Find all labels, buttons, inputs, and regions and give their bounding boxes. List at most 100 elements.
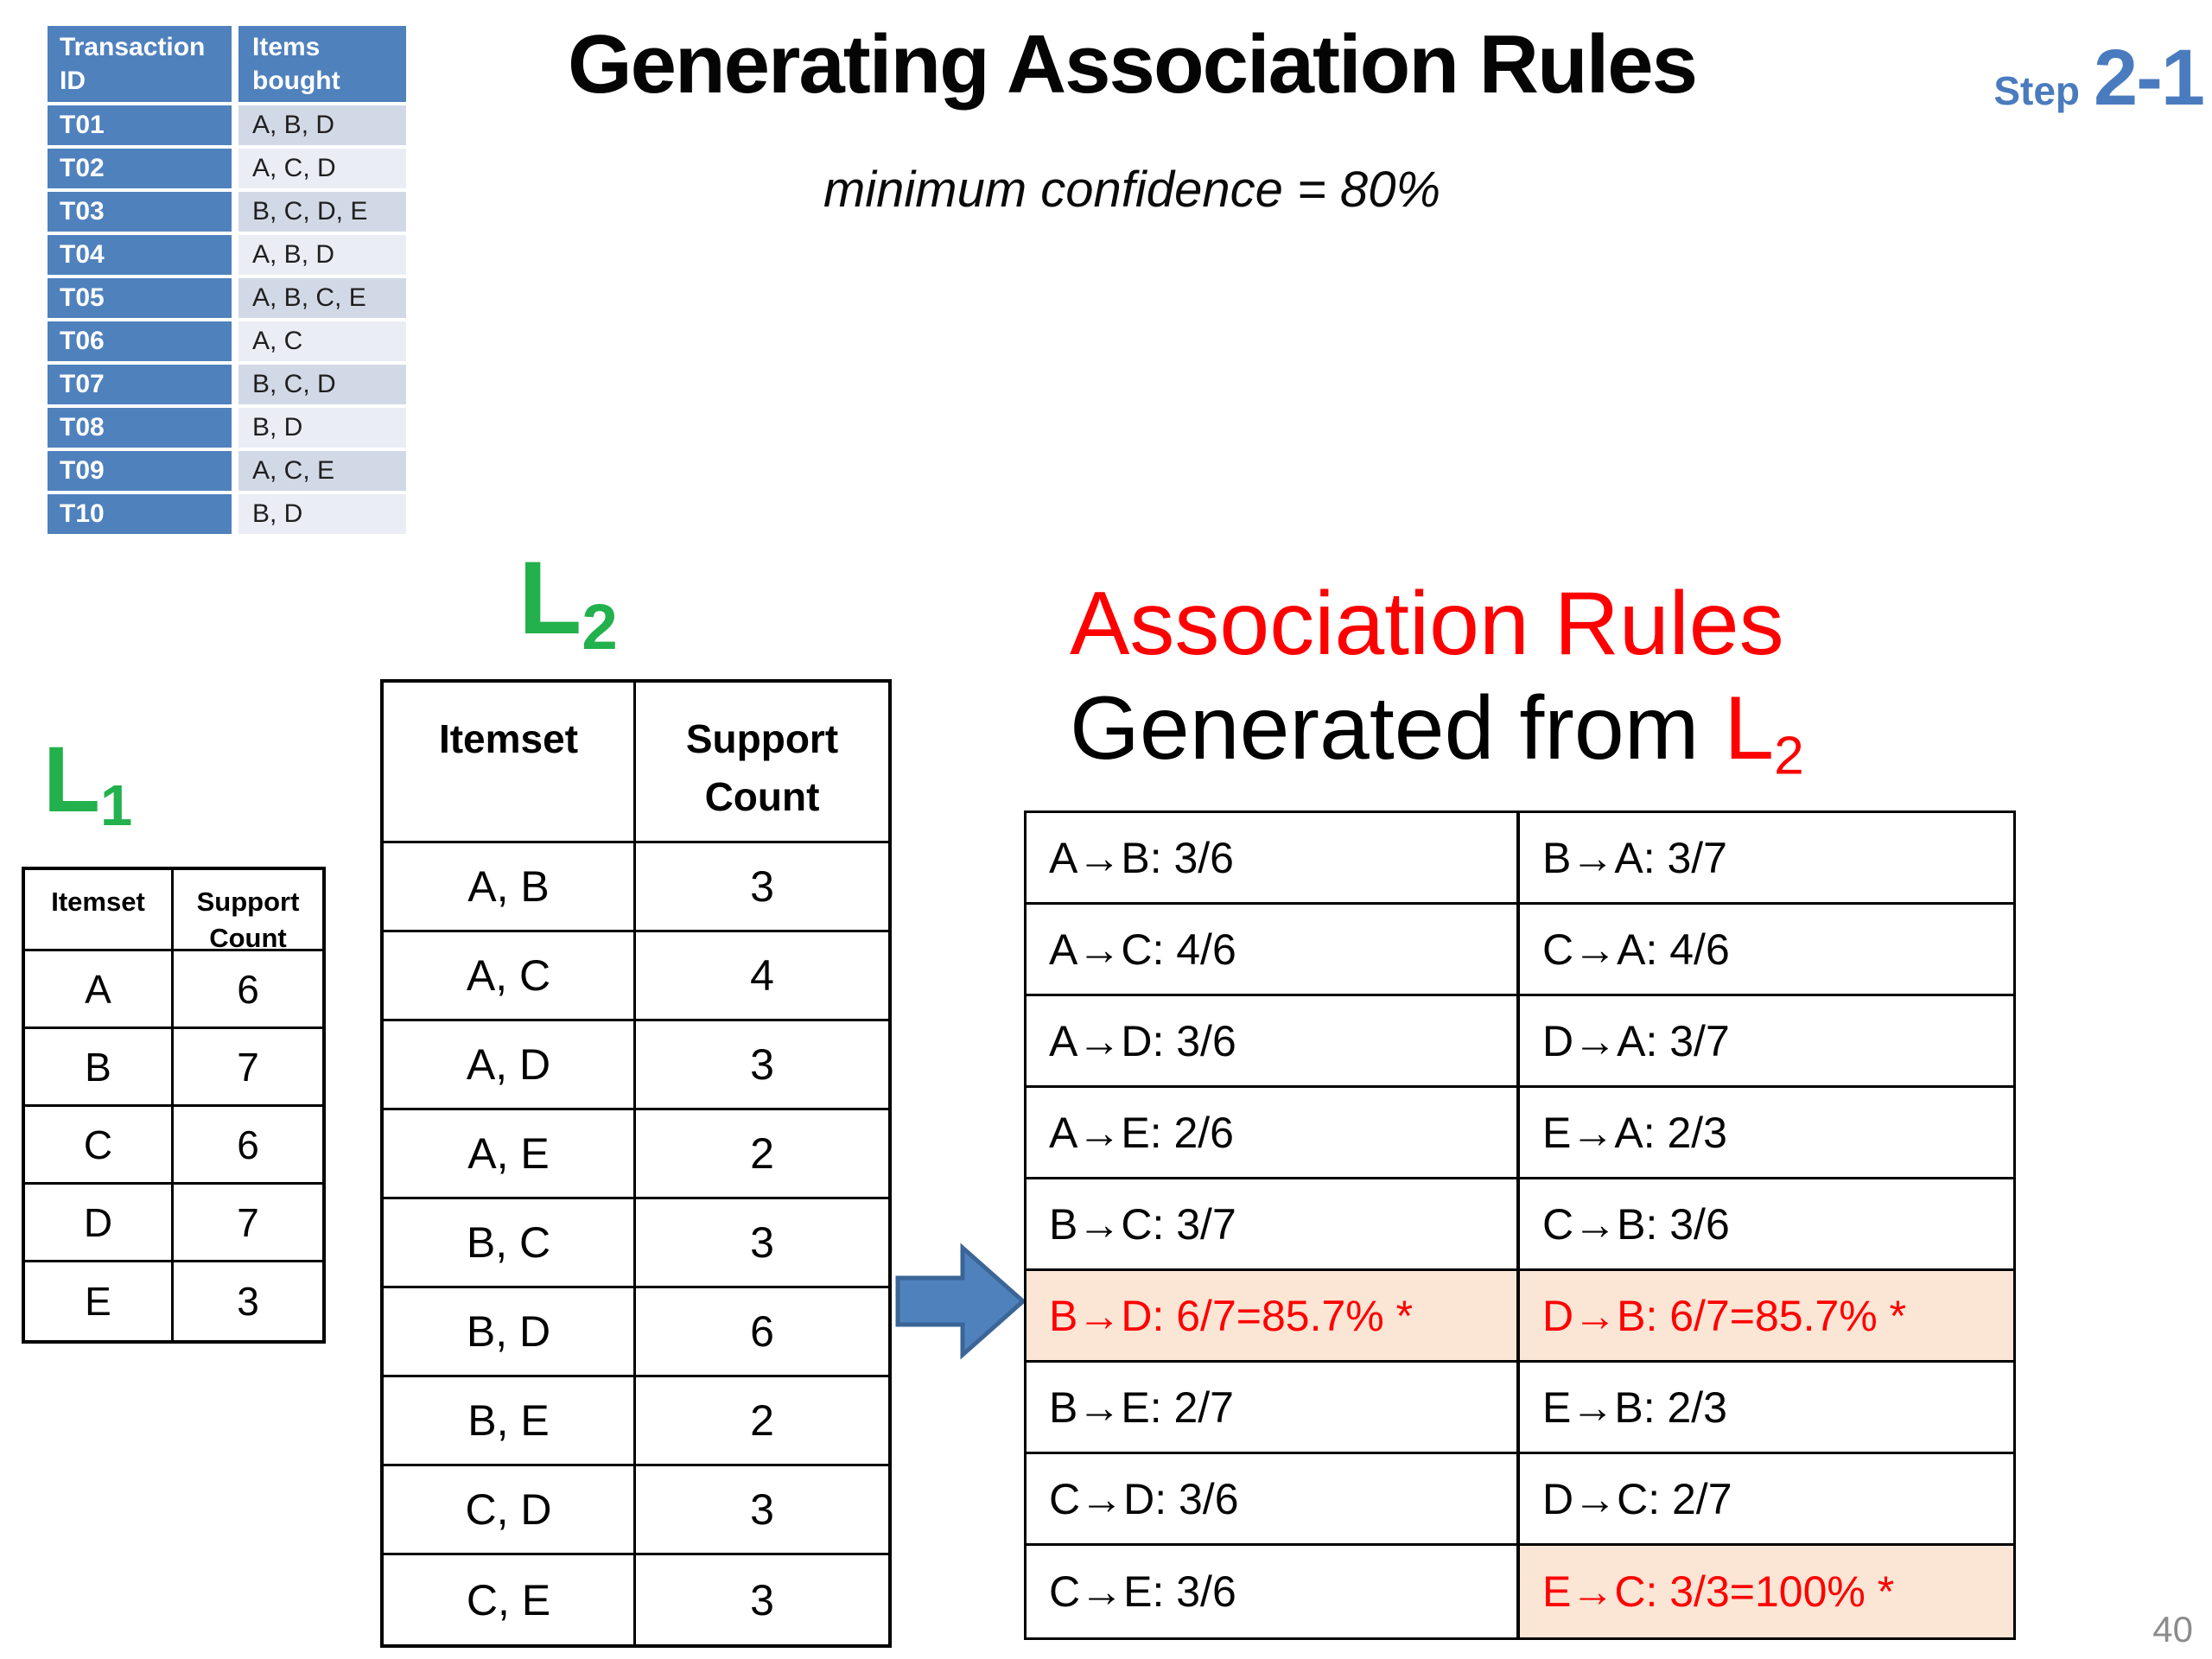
rules-table: A→B: 3/6 B→A: 3/7 A→C: 4/6 C→A: 4/6 A→D:… <box>1024 810 2016 1640</box>
rule-cell: B→E: 2/7 <box>1027 1363 1520 1454</box>
page-title: Generating Association Rules <box>567 18 1698 111</box>
l2-label-letter: L <box>518 540 582 656</box>
rule-cell: C→E: 3/6 <box>1027 1546 1520 1637</box>
l1-itemset-cell: B <box>25 1029 174 1107</box>
l2-count-cell: 3 <box>636 1466 888 1555</box>
transaction-row: T05 A, B, C, E <box>48 278 406 318</box>
transactions-header-id: Transaction ID <box>48 26 232 102</box>
rule-cell: D→C: 2/7 <box>1520 1454 2013 1546</box>
l2-table: Itemset Support Count A, B 3 A, C 4 A, D… <box>380 679 892 1648</box>
l1-itemset-cell: E <box>25 1262 174 1340</box>
transaction-id-cell: T06 <box>48 321 232 361</box>
transaction-items-cell: B, D <box>238 494 406 534</box>
rules-heading-line2: Generated from <box>1070 677 1725 779</box>
rule-cell-highlighted: B→D: 6/7=85.7% * <box>1027 1271 1520 1363</box>
step-label: Step <box>1993 68 2081 113</box>
transaction-id-cell: T01 <box>48 105 232 145</box>
l1-count-cell: 3 <box>237 1279 259 1324</box>
transaction-items-cell: B, D <box>238 408 406 448</box>
rule-cell: D→A: 3/7 <box>1520 996 2013 1088</box>
rule-cell: C→B: 3/6 <box>1520 1179 2013 1271</box>
transaction-id-cell: T08 <box>48 408 232 448</box>
l2-count-cell: 6 <box>636 1288 888 1377</box>
transaction-items-cell: A, B, C, E <box>238 278 406 318</box>
transactions-header-items: Items bought <box>238 26 406 102</box>
l2-itemset-cell: A, B <box>384 843 636 932</box>
l2-itemset-cell: B, C <box>384 1199 636 1288</box>
rule-cell: A→E: 2/6 <box>1027 1088 1520 1179</box>
l2-count-cell: 3 <box>636 843 888 932</box>
step-number: 2-1 <box>2094 34 2205 122</box>
rule-cell: A→D: 3/6 <box>1027 996 1520 1088</box>
l1-label-letter: L <box>43 727 100 831</box>
transaction-id-cell: T09 <box>48 451 232 491</box>
transaction-row: T10 B, D <box>48 494 406 534</box>
transaction-row: T07 B, C, D <box>48 365 406 404</box>
l2-header-count: Support Count <box>636 683 888 843</box>
l2-count-cell: 3 <box>636 1199 888 1288</box>
transaction-row: T03 B, C, D, E <box>48 192 406 232</box>
l1-table: Itemset Support Count A 6 B 7 C 6 D 7 E … <box>22 867 326 1344</box>
l2-count-cell: 4 <box>636 932 888 1021</box>
arrow-right-icon <box>895 1243 1027 1360</box>
rule-cell-highlighted: E→C: 3/3=100% * <box>1520 1546 2013 1637</box>
transaction-items-cell: A, C <box>238 321 406 361</box>
l1-count-cell: 6 <box>174 951 322 1029</box>
slide-subtitle: minimum confidence = 80% <box>823 162 1441 218</box>
l1-itemset-cell: A <box>25 951 174 1029</box>
transaction-items-cell: A, C, D <box>238 149 406 188</box>
rules-heading: Association Rules Generated from L2 <box>1070 572 1804 787</box>
l2-label: L2 <box>518 546 618 659</box>
rule-cell-highlighted: D→B: 6/7=85.7% * <box>1520 1271 2013 1363</box>
transaction-row: T06 A, C <box>48 321 406 361</box>
transaction-id-cell: T10 <box>48 494 232 534</box>
rule-cell: C→A: 4/6 <box>1520 905 2013 996</box>
transactions-header-row: Transaction ID Items bought <box>48 26 406 102</box>
transaction-items-cell: A, C, E <box>238 451 406 491</box>
rule-cell: B→A: 3/7 <box>1520 813 2013 905</box>
transactions-table: Transaction ID Items bought T01 A, B, D … <box>48 26 406 534</box>
transaction-row: T09 A, C, E <box>48 451 406 491</box>
rules-heading-l2-subscript: 2 <box>1774 726 1804 786</box>
l1-header-itemset: Itemset <box>25 870 174 951</box>
l2-count-cell: 2 <box>636 1377 888 1466</box>
l2-count-cell: 2 <box>636 1110 888 1199</box>
transaction-items-cell: A, B, D <box>238 105 406 145</box>
rule-cell: A→C: 4/6 <box>1027 905 1520 996</box>
l1-header-count: Support Count <box>174 870 322 953</box>
l2-itemset-cell: A, D <box>384 1021 636 1110</box>
transaction-id-cell: T02 <box>48 149 232 188</box>
l2-itemset-cell: A, C <box>384 932 636 1021</box>
rules-heading-line1: Association Rules <box>1070 574 1784 674</box>
l2-itemset-cell: C, E <box>384 1555 636 1644</box>
l2-count-cell: 3 <box>750 1575 774 1624</box>
rule-cell: B→C: 3/7 <box>1027 1179 1520 1271</box>
transaction-row: T04 A, B, D <box>48 235 406 275</box>
transaction-id-cell: T03 <box>48 192 232 232</box>
l1-label-subscript: 1 <box>99 773 133 839</box>
l2-itemset-cell: B, D <box>384 1288 636 1377</box>
transaction-row: T01 A, B, D <box>48 105 406 145</box>
transaction-items-cell: B, C, D, E <box>238 192 406 232</box>
l2-count-cell: 3 <box>636 1021 888 1110</box>
rule-cell: A→B: 3/6 <box>1027 813 1520 905</box>
l2-label-subscript: 2 <box>582 590 618 663</box>
l2-itemset-cell: B, E <box>384 1377 636 1466</box>
l1-count-cell: 6 <box>174 1107 322 1185</box>
step-badge: Step 2-1 <box>1927 33 2205 124</box>
l1-itemset-cell: C <box>25 1107 174 1185</box>
transaction-items-cell: A, B, D <box>238 235 406 275</box>
rule-cell: E→B: 2/3 <box>1520 1363 2013 1454</box>
transaction-items-cell: B, C, D <box>238 365 406 404</box>
l1-count-cell: 7 <box>174 1185 322 1262</box>
transaction-id-cell: T05 <box>48 278 232 318</box>
l2-itemset-cell: C, D <box>384 1466 636 1555</box>
rule-cell: C→D: 3/6 <box>1027 1454 1520 1546</box>
transaction-row: T08 B, D <box>48 408 406 448</box>
transaction-row: T02 A, C, D <box>48 149 406 188</box>
transaction-id-cell: T04 <box>48 235 232 275</box>
rules-heading-l2: L <box>1724 677 1775 779</box>
l1-itemset-cell: D <box>25 1185 174 1262</box>
l2-header-itemset: Itemset <box>384 683 636 843</box>
